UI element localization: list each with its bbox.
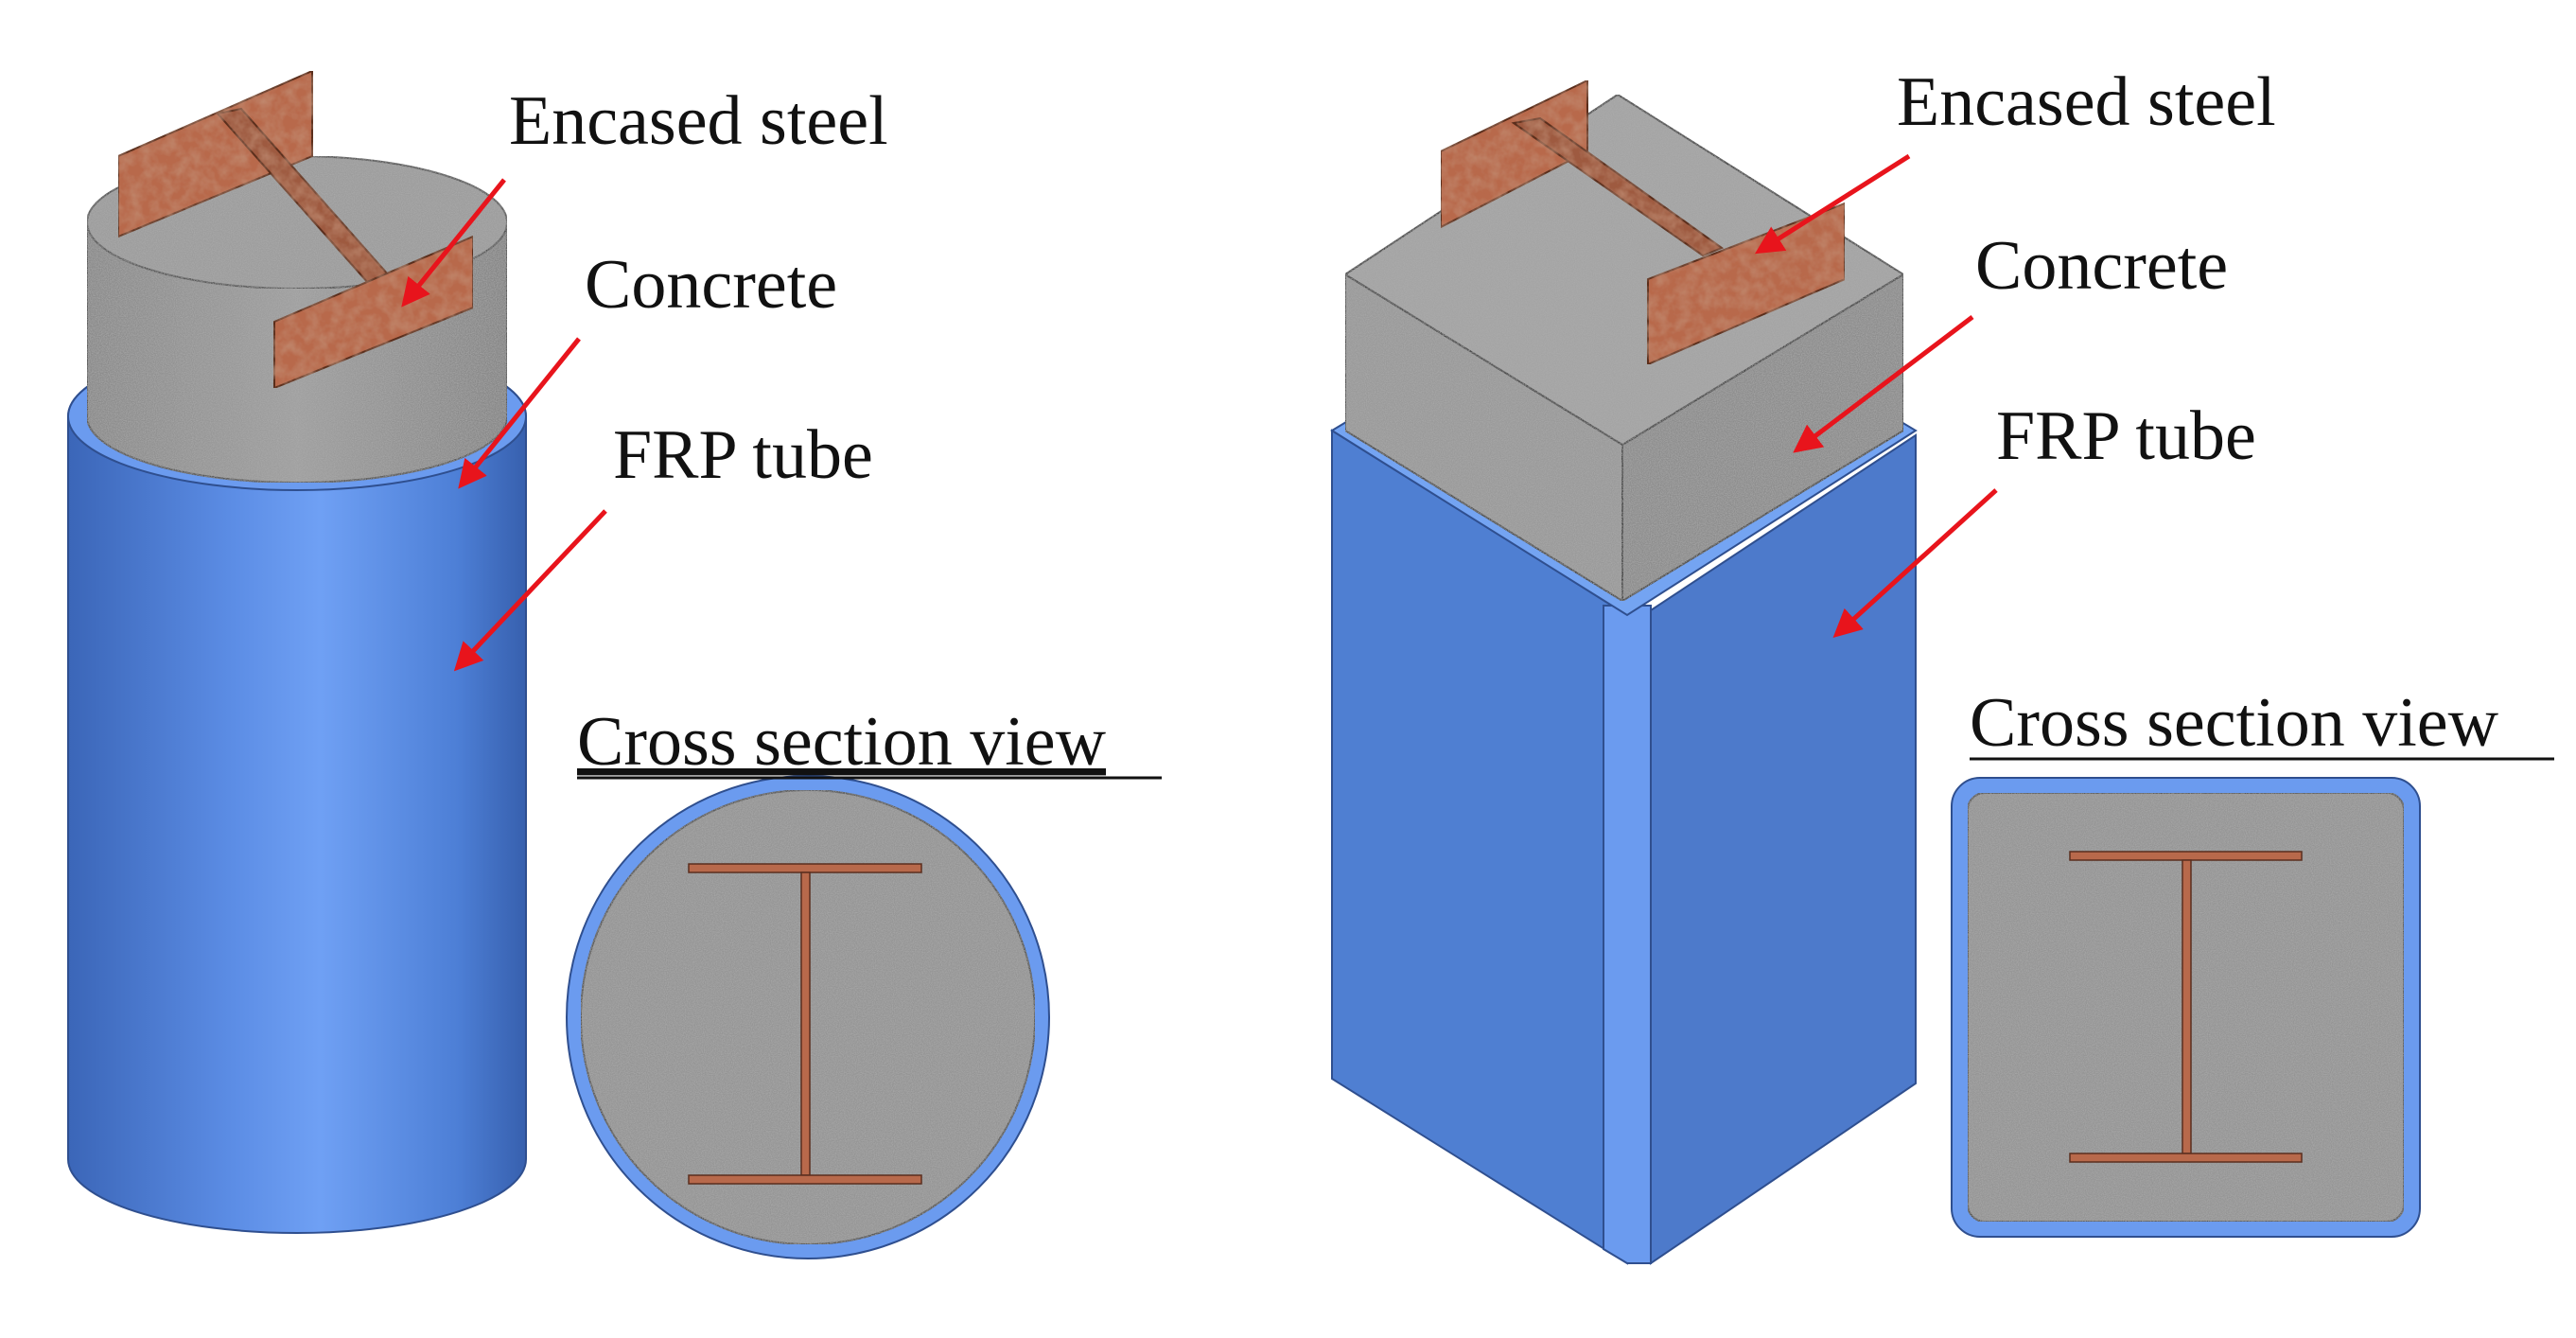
square-frp-right-face [1650,433,1917,1265]
right-label-concrete: Concrete [1975,227,2228,305]
square-section-steel-i [2069,851,2303,1163]
circular-encased-steel [117,69,474,390]
right-label-encased-steel: Encased steel [1897,63,2276,141]
left-label-cross-section: Cross section view [577,703,1107,781]
square-frp-corner [1603,605,1652,1264]
square-column [1330,79,1918,1265]
circular-column [67,69,527,1234]
left-label-concrete: Concrete [585,246,837,324]
right-arrow-steel [1754,153,1911,255]
left-label-frp-tube: FRP tube [613,416,873,494]
left-arrow-concrete [458,337,581,489]
circular-section-steel-i [688,863,922,1185]
left-arrows [401,178,607,672]
square-cross-section [1951,777,2421,1238]
right-arrow-frp [1832,488,1998,639]
right-label-cross-section: Cross section view [1970,684,2499,762]
square-encased-steel [1440,79,1846,366]
circular-cross-section [566,775,1050,1259]
left-label-encased-steel: Encased steel [509,82,888,160]
right-arrows [1754,153,1998,639]
right-arrow-concrete [1793,315,1974,453]
right-label-frp-tube: FRP tube [1996,397,2256,475]
left-arrow-frp [453,509,607,672]
left-arrow-steel [401,178,506,308]
